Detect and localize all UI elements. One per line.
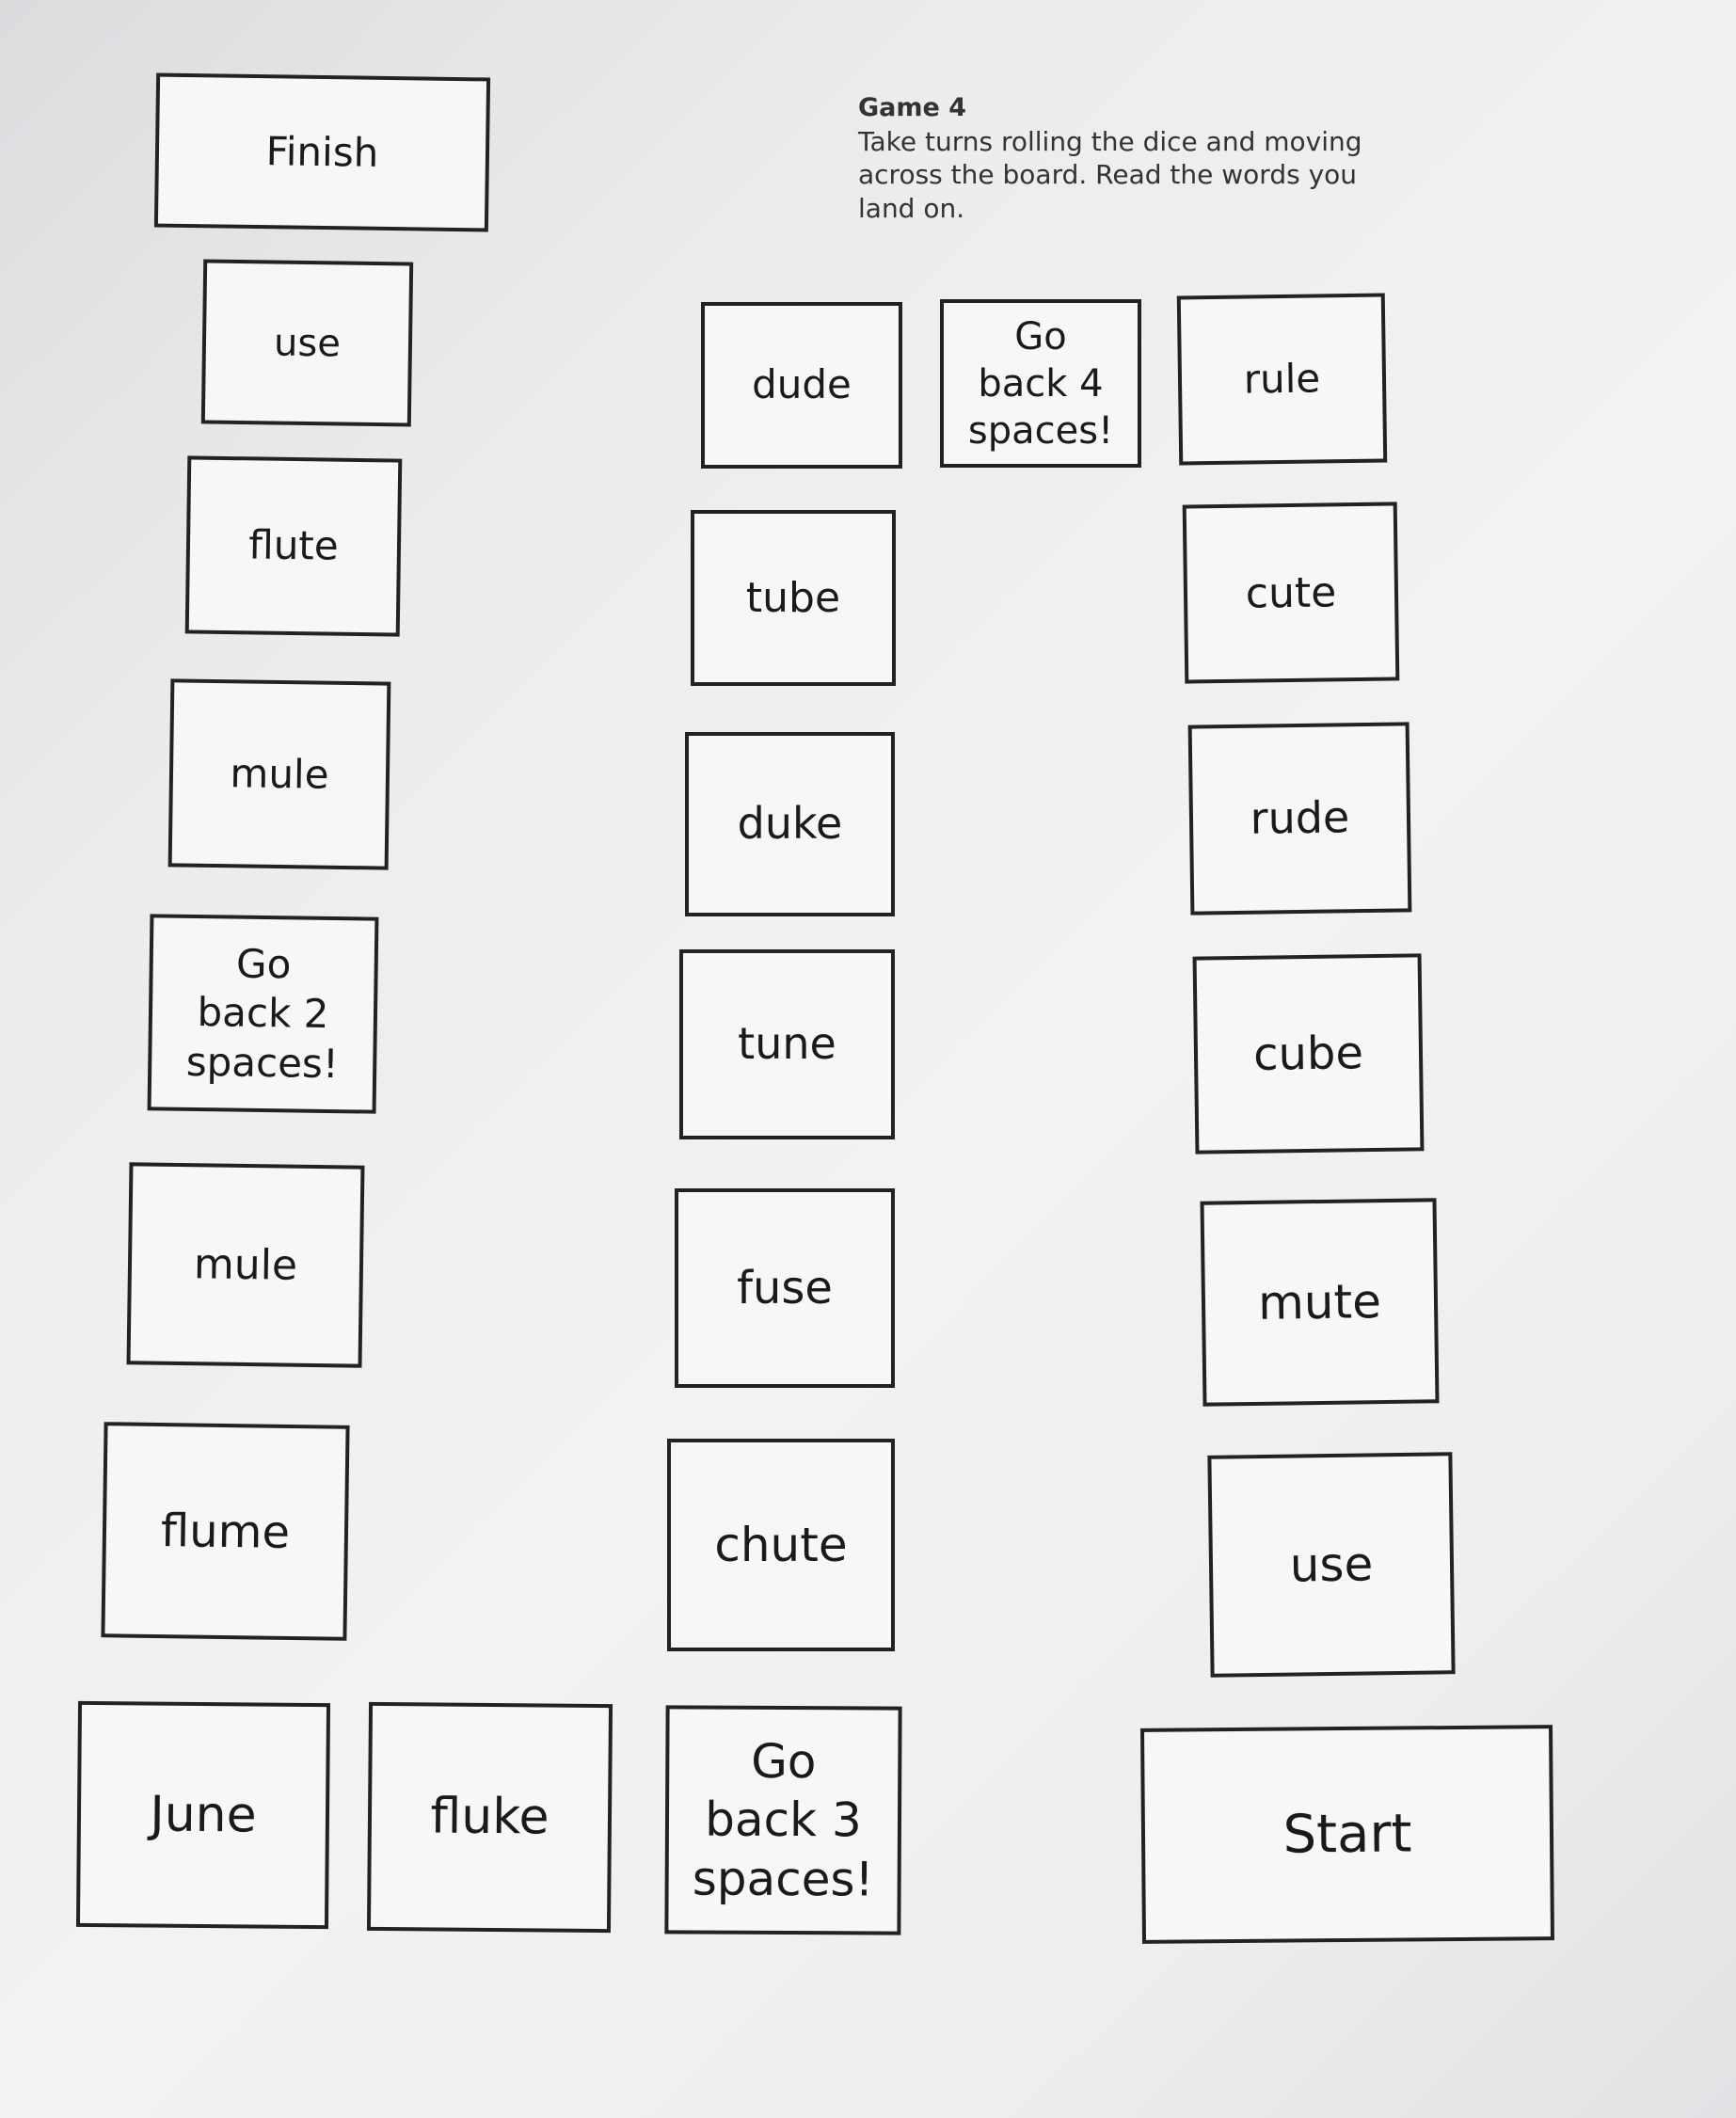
space-go-back-4: Go back 4 spaces! — [940, 299, 1141, 468]
space-fluke: fluke — [366, 1701, 613, 1934]
space-flume: flume — [101, 1422, 350, 1641]
space-tube: tube — [691, 510, 896, 686]
space-rude: rude — [1187, 722, 1412, 916]
space-mute: mute — [1200, 1198, 1440, 1407]
space-rule: rule — [1176, 293, 1388, 466]
space-fuse: fuse — [675, 1188, 895, 1388]
space-flute: flute — [184, 455, 403, 637]
space-dude: dude — [701, 302, 902, 469]
space-june: June — [75, 1700, 331, 1930]
space-tune: tune — [679, 949, 895, 1139]
finish-space: Finish — [153, 72, 491, 232]
space-use-right: use — [1207, 1452, 1456, 1678]
instructions: Game 4 Take turns rolling the dice and m… — [858, 92, 1366, 226]
space-mule-1: mule — [167, 678, 391, 870]
start-space: Start — [1140, 1725, 1554, 1944]
space-go-back-2: Go back 2 spaces! — [147, 914, 379, 1114]
space-use-left: use — [200, 259, 414, 427]
space-cube: cube — [1192, 953, 1425, 1155]
space-cute: cute — [1182, 502, 1400, 684]
space-mule-2: mule — [126, 1162, 365, 1368]
space-go-back-3: Go back 3 spaces! — [664, 1705, 902, 1935]
game-title: Game 4 — [858, 93, 967, 122]
game-instructions: Take turns rolling the dice and moving a… — [858, 125, 1362, 225]
space-chute: chute — [667, 1439, 895, 1651]
space-duke: duke — [685, 732, 895, 916]
